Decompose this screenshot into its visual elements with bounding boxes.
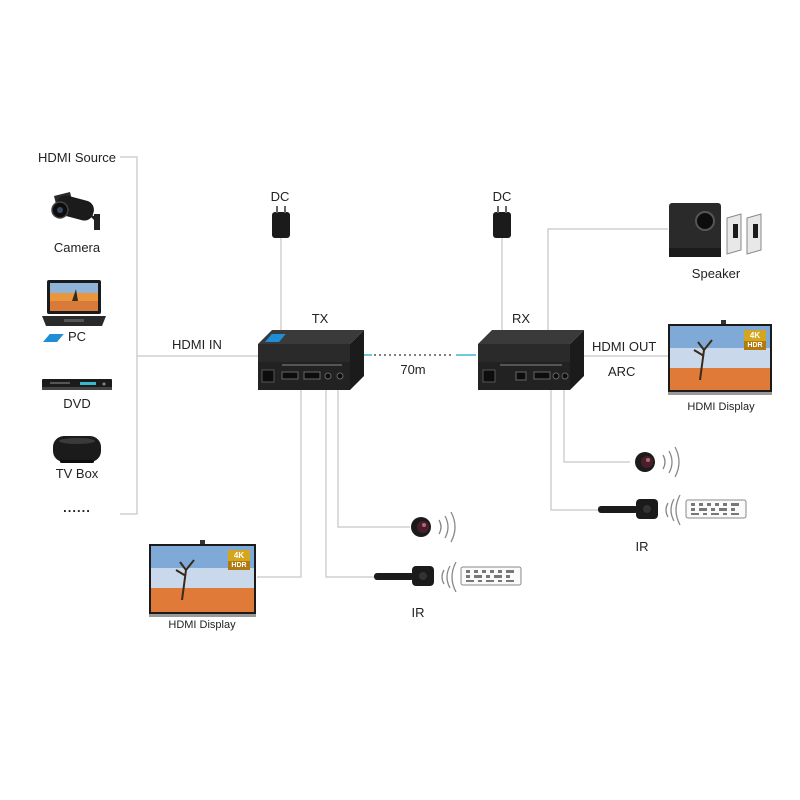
ir-receiver-icon-tx [411, 517, 431, 537]
arc-label: ARC [608, 364, 636, 379]
tx-loop-out-cable [257, 388, 302, 578]
ir-wave-icon-rx-rx [662, 446, 680, 478]
rx-label: RX [511, 311, 531, 326]
source-more: ...... [63, 500, 91, 515]
speaker-label: Speaker [691, 266, 741, 281]
tv-box-icon [53, 436, 101, 463]
tv-display-icon-tx [149, 540, 256, 617]
dc-adapter-icon-tx [272, 206, 290, 238]
tx-dc-label: DC [270, 189, 290, 204]
source-item-pc: PC [67, 329, 87, 344]
badge-4k-rx: 4K [749, 331, 761, 340]
rx-ir-rx-cable [563, 390, 630, 463]
dc-adapter-icon-rx [493, 206, 511, 238]
tx-display-label: HDMI Display [168, 619, 236, 631]
hdmi-out-label: HDMI OUT [592, 339, 657, 354]
speaker-icon [669, 203, 762, 257]
tx-ir-rx-cable [337, 388, 410, 528]
badge-hdr-tx: HDR [231, 562, 247, 569]
tx-label: TX [311, 311, 329, 326]
ir-emitter-icon-tx [374, 566, 434, 586]
ir-receiver-icon-rx [635, 452, 655, 472]
source-item-tvbox: TV Box [55, 466, 99, 481]
rx-display-label: HDMI Display [687, 401, 755, 413]
badge-hdr-rx: HDR [747, 342, 763, 349]
link-distance-label: 70m [400, 362, 426, 377]
source-item-camera: Camera [53, 240, 101, 255]
rx-ir-tx-cable [550, 390, 600, 511]
ir-wave-icon-tx-tx [441, 561, 457, 593]
rx-extender-icon [265, 330, 584, 390]
ir-wave-icon-rx-tx [665, 494, 681, 526]
remote-control-icon-rx [685, 499, 747, 519]
tx-ir-tx-cable [325, 388, 375, 578]
laptop-icon [42, 280, 106, 326]
camera-icon [51, 192, 100, 230]
rx-speaker-cable [547, 228, 668, 332]
tv-display-icon-rx [668, 320, 772, 395]
tx-ir-label: IR [411, 605, 425, 620]
dvd-player-icon [42, 379, 112, 390]
badge-4k-tx: 4K [233, 551, 245, 560]
ir-emitter-icon-rx [598, 499, 658, 519]
source-title: HDMI Source [38, 150, 117, 165]
source-item-dvd: DVD [63, 396, 91, 411]
source-bracket [120, 156, 138, 515]
tx-extender-icon [43, 330, 364, 390]
ir-wave-icon-tx-rx [438, 511, 456, 543]
hdmi-in-label: HDMI IN [172, 337, 222, 352]
rx-dc-label: DC [492, 189, 512, 204]
rx-ir-label: IR [635, 539, 649, 554]
remote-control-icon-tx [460, 566, 522, 586]
